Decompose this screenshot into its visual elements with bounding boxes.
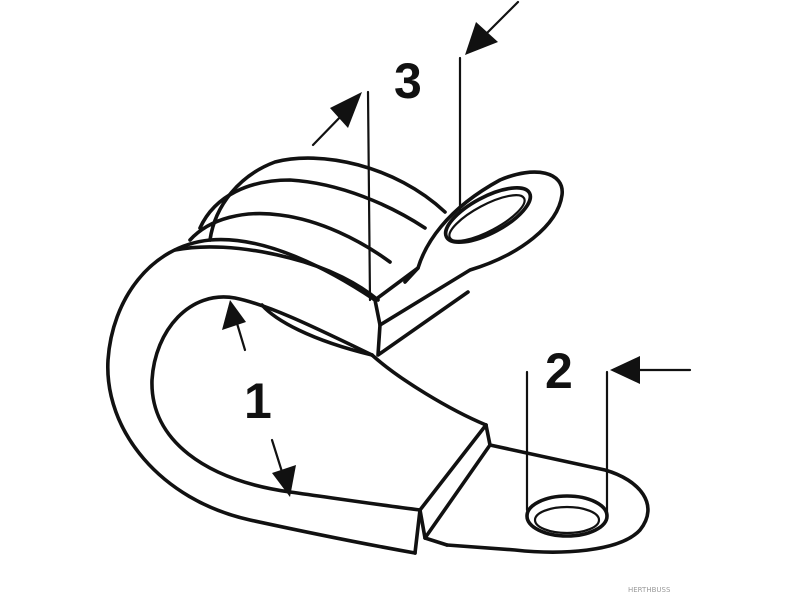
lower-mounting-hole-inner [533, 505, 601, 535]
dimension-2: 2 [525, 343, 692, 517]
dim3-arrow-shaft-right [483, 0, 520, 37]
clamp-strip-step [418, 423, 492, 540]
lower-tab [445, 443, 650, 554]
dimension-1: 1 [222, 300, 296, 497]
upper-tab [373, 170, 564, 327]
clamp-inner-band [150, 295, 422, 512]
lining-lower-edge [173, 245, 380, 302]
lining-inner-gap [260, 303, 374, 357]
lining-ridge-2 [188, 211, 392, 264]
dim3-extension-left [366, 90, 372, 302]
upper-mounting-hole [443, 186, 533, 244]
dim1-label: 1 [244, 373, 272, 429]
dim2-label: 2 [545, 343, 573, 399]
upper-tab-fold [403, 266, 420, 284]
lining-ridge-1 [198, 178, 427, 230]
dim1-line-lower [270, 438, 285, 477]
clamp-outer-band [106, 237, 417, 555]
lower-mounting-hole [525, 494, 609, 538]
dim1-line-upper [234, 318, 247, 352]
dim2-arrowhead [610, 356, 640, 384]
dim1-arrowhead-down [272, 465, 296, 497]
dimension-3: 3 [311, 0, 520, 302]
clamp-lower-strip-edge [413, 423, 488, 555]
clamp-strip-top [370, 353, 488, 427]
clamp-body [106, 156, 650, 555]
dim3-arrowhead-left [330, 92, 362, 128]
watermark: HERTHBUSS [628, 586, 671, 594]
upper-tab-side [376, 290, 470, 357]
upper-mounting-hole-inner [448, 194, 526, 242]
clamp-strip-step-2 [423, 536, 449, 547]
dim1-arrowhead-up [222, 300, 246, 330]
dim3-arrowhead-right [465, 22, 498, 55]
lining-outer [208, 156, 447, 242]
dim3-label: 3 [394, 53, 422, 109]
